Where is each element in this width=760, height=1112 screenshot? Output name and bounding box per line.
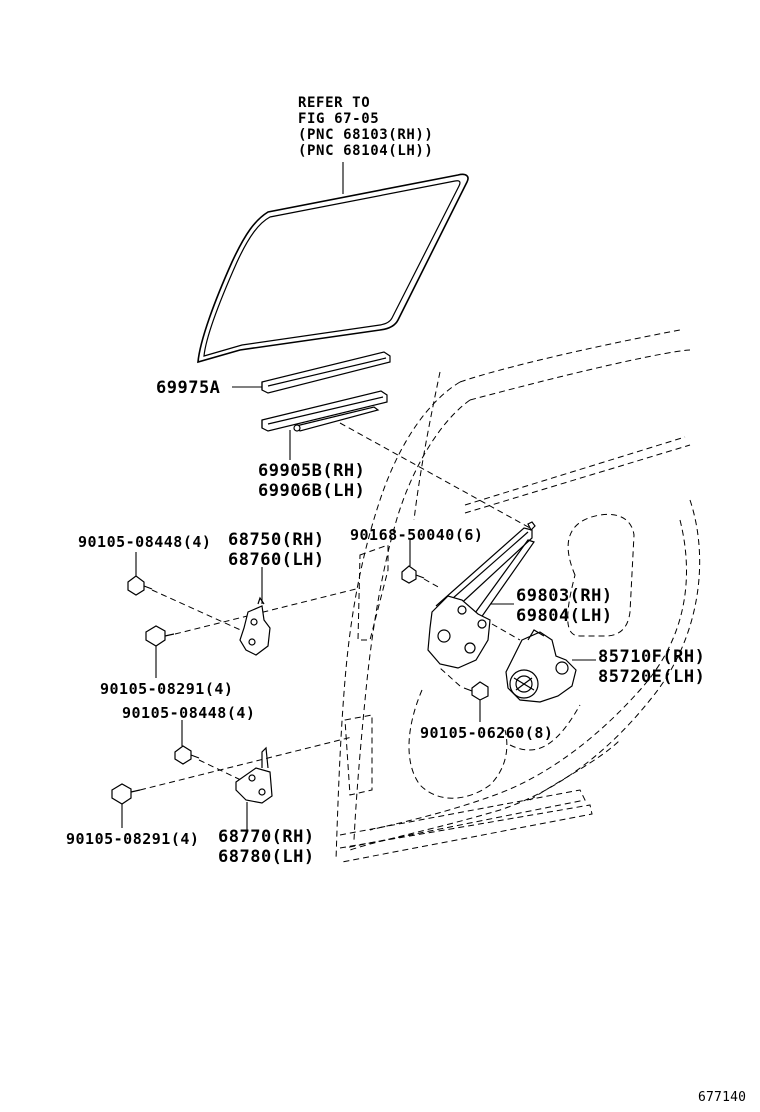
dash-06260 — [439, 667, 461, 687]
bolt-90105-06260 — [463, 681, 489, 701]
refer-line-1: REFER TO — [298, 95, 371, 111]
bolt-90105-08448-top — [127, 575, 153, 596]
label-90105-08448-top: 90105-08448(4) — [78, 533, 212, 551]
label-69803: 69803(RH) — [516, 586, 613, 606]
bolt-90105-08291-top — [145, 625, 175, 647]
refer-line-3: (PNC 68103(RH)) — [298, 127, 434, 143]
label-69804: 69804(LH) — [516, 606, 613, 626]
dash-bolt-2-top — [174, 587, 361, 635]
label-90105-08291-bottom: 90105-08291(4) — [66, 830, 200, 848]
figure-number: 677140 — [698, 1090, 747, 1105]
door-outline — [335, 329, 701, 863]
label-69906b: 69906B(LH) — [258, 481, 366, 501]
refer-line-2: FIG 67-05 — [298, 111, 380, 127]
dash-motor — [491, 623, 521, 641]
weatherstrip-69975a — [261, 351, 391, 394]
label-85720e: 85720E(LH) — [598, 667, 706, 687]
motor-85710f — [505, 629, 577, 703]
door-glass — [197, 173, 469, 364]
label-90105-06260: 90105-06260(8) — [420, 724, 554, 742]
bolt-90105-08291-bottom — [111, 783, 141, 805]
label-90168-50040: 90168-50040(6) — [350, 526, 484, 544]
label-69975a: 69975A — [156, 378, 221, 398]
bolt-90168-50040 — [401, 565, 425, 584]
label-68770: 68770(RH) — [218, 827, 315, 847]
label-90105-08448-bottom: 90105-08448(4) — [122, 704, 256, 722]
label-90105-08291-top: 90105-08291(4) — [100, 680, 234, 698]
label-68780: 68780(LH) — [218, 847, 315, 867]
channel-69905b — [261, 390, 388, 432]
dash-channel-to-regulator — [339, 422, 531, 529]
label-85710f: 85710F(RH) — [598, 647, 706, 667]
label-68750: 68750(RH) — [228, 530, 325, 550]
refer-line-4: (PNC 68104(LH)) — [298, 143, 434, 159]
dash-bolt-bottom — [198, 759, 246, 783]
regulator-69803 — [427, 521, 536, 669]
dash-50040 — [423, 578, 441, 589]
dash-bolt-top — [151, 589, 246, 633]
dash-bolt-2-bottom — [139, 736, 353, 791]
label-68760: 68760(LH) — [228, 550, 325, 570]
hinge-68770 — [235, 746, 273, 804]
bolt-90105-08448-bottom — [174, 745, 200, 765]
hinge-68750 — [239, 596, 271, 656]
label-69905b: 69905B(RH) — [258, 461, 366, 481]
